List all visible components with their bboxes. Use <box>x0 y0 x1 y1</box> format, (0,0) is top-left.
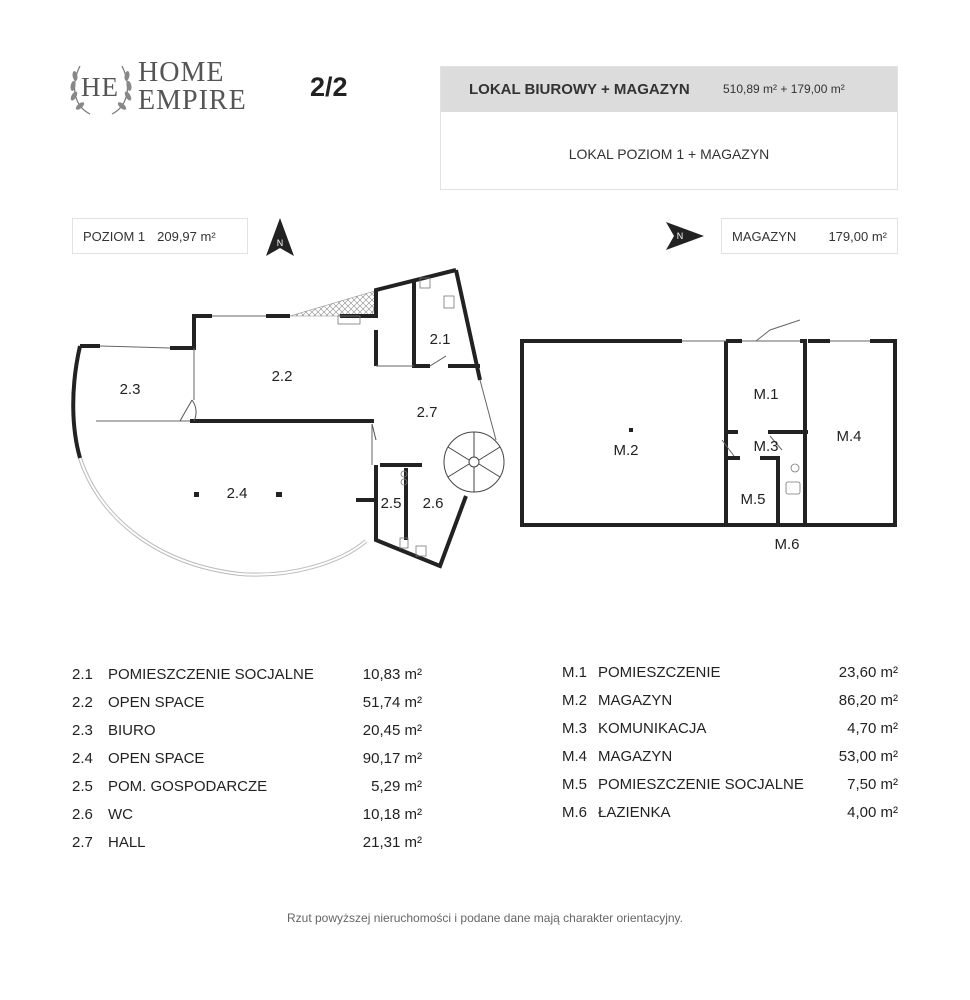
north-arrow-icon: N <box>266 218 294 256</box>
room-label-2-1: 2.1 <box>430 331 451 348</box>
header-title: LOKAL BIUROWY + MAGAZYN <box>469 81 690 98</box>
header-box: LOKAL BIUROWY + MAGAZYN 510,89 m² + 179,… <box>440 66 898 190</box>
spiral-stair <box>443 431 505 493</box>
room-label-2-2: 2.2 <box>272 368 293 385</box>
wall-east-21 <box>454 269 482 381</box>
laurel-wreath-icon <box>70 65 132 115</box>
floor-plan-magazyn: M.1 M.2 M.3 M.4 M.5 M.6 <box>520 319 897 553</box>
room-label-m-2: M.2 <box>613 442 638 459</box>
north-arrow-letter: N <box>277 238 284 248</box>
room-label-m-3: M.3 <box>753 438 778 455</box>
glazed-facade <box>78 457 368 577</box>
wall-west-arc <box>71 345 82 459</box>
magazyn-label: MAGAZYN <box>732 228 797 244</box>
magazyn-area: 179,00 m² <box>828 228 887 244</box>
room-label-m-4: M.4 <box>836 428 861 445</box>
wall-21-west <box>412 280 430 368</box>
room-label-2-5: 2.5 <box>381 495 402 512</box>
poziom-box: POZIOM 1 209,97 m² <box>72 218 248 254</box>
poziom-label: POZIOM 1 <box>83 228 146 244</box>
brand-logo: HE HOME EMPIRE <box>68 56 248 120</box>
room-label-2-3: 2.3 <box>120 381 141 398</box>
magazyn-box: MAGAZYN 179,00 m² <box>721 218 898 254</box>
floor-plan-level1: 2.1 2.2 2.3 2.4 2.5 2.6 2.7 <box>71 268 505 577</box>
room-label-m-6: M.6 <box>774 536 799 553</box>
room-label-m-5: M.5 <box>740 491 765 508</box>
room-label-2-7: 2.7 <box>417 404 438 421</box>
wall-magazyn-outer <box>520 339 897 527</box>
north-arrow-magazyn-icon: N <box>666 222 704 250</box>
page-number: 2/2 <box>310 72 348 102</box>
room-label-m-1: M.1 <box>753 386 778 403</box>
logo-line-empire: EMPIRE <box>138 85 247 116</box>
room-label-2-4: 2.4 <box>227 485 248 502</box>
header-area: 510,89 m² + 179,00 m² <box>723 82 845 96</box>
wall-wc-block <box>356 465 468 569</box>
header-subtitle: LOKAL POZIOM 1 + MAGAZYN <box>568 146 770 162</box>
logo-monogram: HE <box>81 72 119 102</box>
room-label-2-6: 2.6 <box>423 495 444 512</box>
disclaimer: Rzut powyższej nieruchomości i podane da… <box>287 911 683 925</box>
poziom-area: 209,97 m² <box>157 228 216 244</box>
header-band <box>441 67 897 112</box>
north-arrow-magazyn-letter: N <box>677 231 684 241</box>
wall-north-23 <box>80 314 212 350</box>
terrace-hatch <box>289 289 379 317</box>
logo-line-home: HOME <box>138 57 225 88</box>
